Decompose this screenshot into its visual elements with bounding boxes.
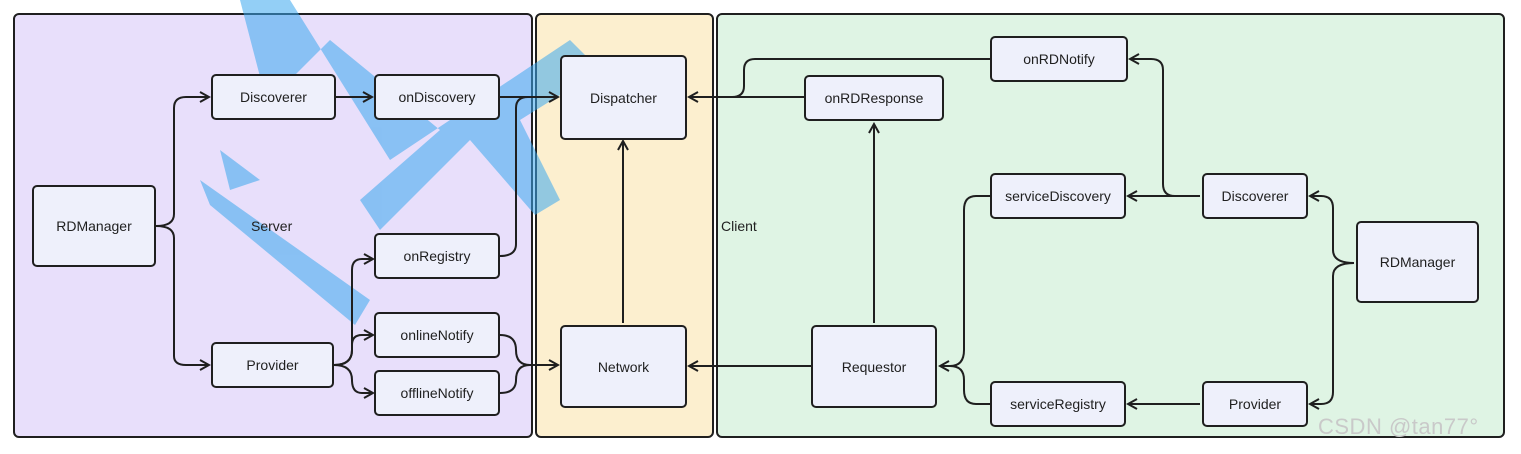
service-registry-node[interactable]: serviceRegistry — [990, 381, 1126, 427]
edge-cdiscoverer-onrdnotify — [1130, 59, 1200, 197]
edge-onlinenotify-network — [499, 334, 558, 365]
requestor-node[interactable]: Requestor — [811, 325, 937, 408]
edge-rdmanager-discoverer — [155, 97, 209, 227]
client-label: Client — [721, 218, 757, 234]
edge-onregistry-dispatcher — [499, 96, 529, 257]
server-rdmanager-node[interactable]: RDManager — [32, 185, 156, 267]
edge-provider-offlinenotify — [333, 364, 373, 393]
offline-notify-node[interactable]: offlineNotify — [374, 370, 500, 416]
edge-servicediscovery-requestor — [940, 195, 990, 366]
watermark-text: CSDN @tan77° — [1318, 414, 1479, 439]
edge-serviceregistry-requestor — [949, 365, 990, 405]
client-provider-node[interactable]: Provider — [1202, 381, 1308, 427]
edge-rdmanager-provider — [155, 225, 209, 365]
edge-crdmanager-provider — [1310, 262, 1355, 404]
edge-provider-onregistry — [333, 259, 373, 366]
network-node[interactable]: Network — [560, 325, 687, 408]
dispatcher-node[interactable]: Dispatcher — [560, 55, 687, 140]
on-registry-node[interactable]: onRegistry — [374, 233, 500, 279]
server-discoverer-node[interactable]: Discoverer — [211, 74, 336, 120]
online-notify-node[interactable]: onlineNotify — [374, 312, 500, 358]
on-rd-response-node[interactable]: onRDResponse — [804, 75, 944, 121]
service-discovery-node[interactable]: serviceDiscovery — [990, 173, 1126, 219]
on-discovery-node[interactable]: onDiscovery — [374, 74, 500, 120]
client-rdmanager-node[interactable]: RDManager — [1356, 221, 1479, 303]
server-label: Server — [251, 218, 293, 234]
edge-provider-onlinenotify — [333, 335, 373, 366]
on-rd-notify-node[interactable]: onRDNotify — [990, 36, 1128, 82]
server-provider-node[interactable]: Provider — [211, 342, 334, 388]
edge-crdmanager-discoverer — [1310, 196, 1355, 264]
client-discoverer-node[interactable]: Discoverer — [1202, 173, 1308, 219]
edge-offlinenotify-network — [499, 364, 531, 394]
edge-onrdnotify-dispatcher — [731, 58, 990, 98]
